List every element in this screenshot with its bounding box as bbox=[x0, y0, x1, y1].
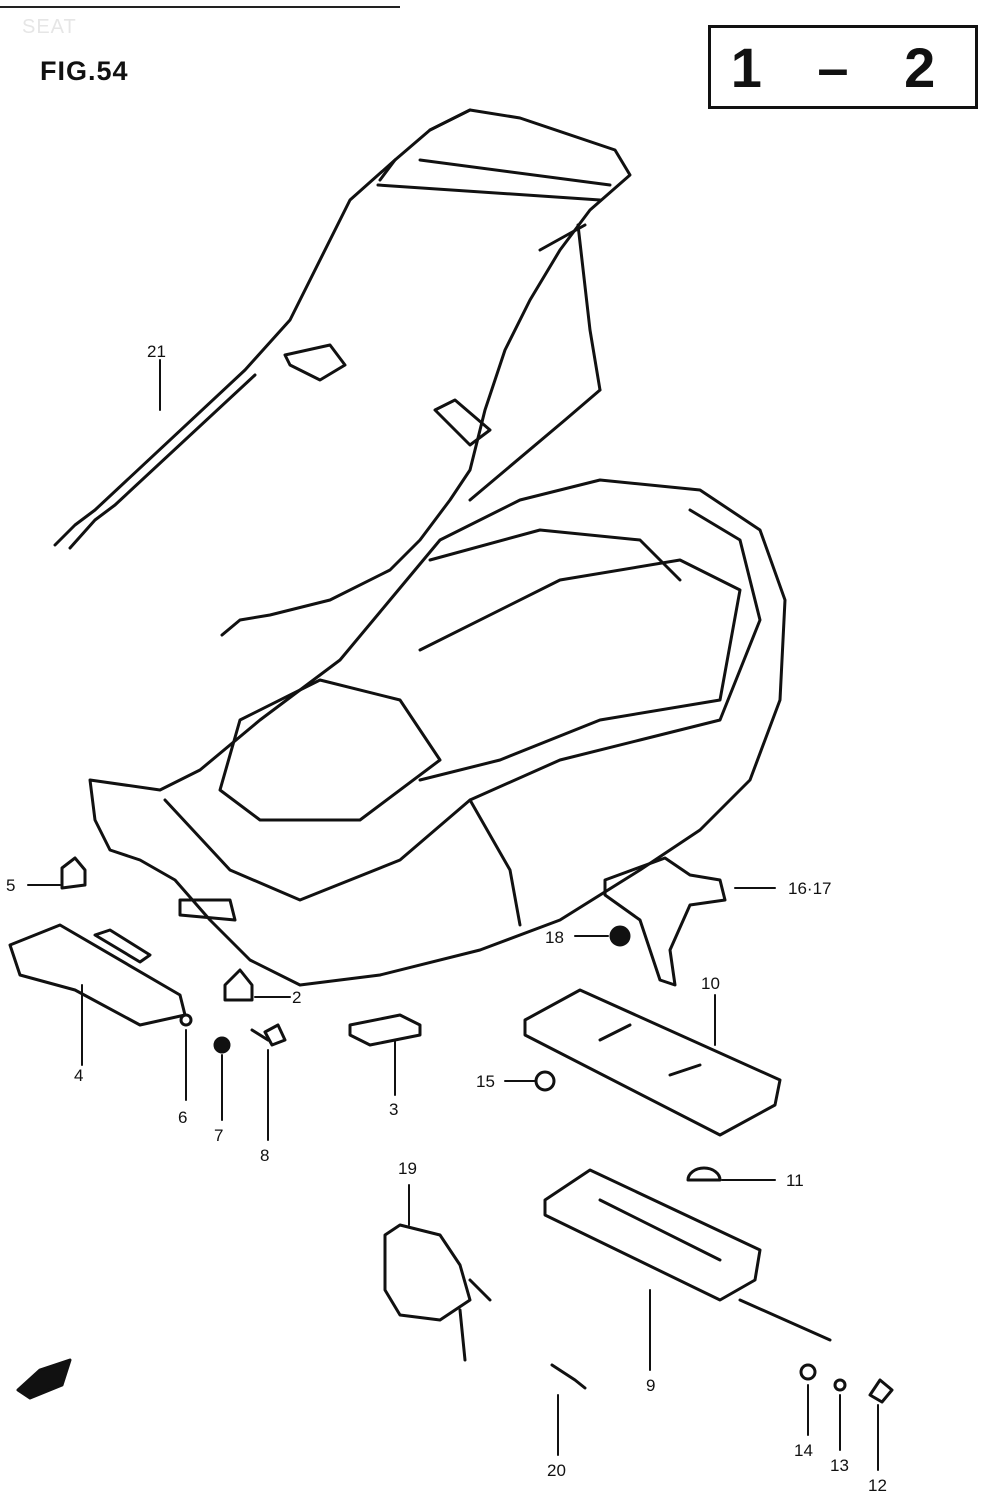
callout-21: 21 bbox=[147, 342, 166, 361]
part-16-17-lever bbox=[603, 856, 727, 987]
part-12-bolt bbox=[868, 1378, 894, 1404]
callout-11: 11 bbox=[786, 1171, 804, 1190]
callout-18: 18 bbox=[545, 928, 564, 947]
callout-14: 14 bbox=[794, 1441, 813, 1460]
part-10-base-plate bbox=[523, 988, 782, 1137]
callout-13: 13 bbox=[830, 1456, 849, 1475]
part-14-washer bbox=[799, 1363, 817, 1381]
figure-number: FIG.54 bbox=[40, 56, 129, 86]
part-3-plate bbox=[348, 1013, 422, 1047]
model-range-box: 1 – 2 bbox=[708, 25, 978, 109]
callout-5: 5 bbox=[6, 876, 16, 895]
part-9-lock-frame bbox=[543, 1168, 762, 1302]
callout-10: 10 bbox=[701, 974, 720, 993]
part-19-key bbox=[458, 1278, 492, 1362]
part-13-washer bbox=[833, 1378, 847, 1392]
part-19-seat-lock bbox=[383, 1223, 472, 1322]
part-5-cushion bbox=[60, 856, 87, 890]
part-7-nut bbox=[213, 1036, 231, 1054]
part-1-seat bbox=[88, 478, 787, 987]
part-18-cushion bbox=[609, 925, 631, 947]
callout-15: 15 bbox=[476, 1072, 495, 1091]
callout-20: 20 bbox=[547, 1461, 566, 1480]
callout-16-17: 16·17 bbox=[788, 879, 832, 898]
callout-3: 3 bbox=[389, 1100, 399, 1119]
top-rule bbox=[0, 6, 400, 8]
callout-6: 6 bbox=[178, 1108, 188, 1127]
part-4-bracket bbox=[8, 923, 187, 1027]
part-20-screw bbox=[550, 1363, 587, 1390]
part-6-washer bbox=[179, 1013, 193, 1027]
callout-12: 12 bbox=[868, 1476, 887, 1495]
callout-19: 19 bbox=[398, 1159, 417, 1178]
callout-7: 7 bbox=[214, 1126, 224, 1145]
callout-2: 2 bbox=[292, 988, 302, 1007]
section-title: SEAT bbox=[22, 16, 77, 38]
front-arrow-icon bbox=[16, 1358, 72, 1400]
part-8-bolt bbox=[250, 1023, 287, 1047]
part-15-nut bbox=[534, 1070, 556, 1092]
part-9-rod bbox=[738, 1298, 832, 1342]
callout-9: 9 bbox=[646, 1376, 656, 1395]
part-21-rear-carrier bbox=[53, 108, 632, 637]
part-11-cap bbox=[686, 1166, 722, 1182]
callout-4: 4 bbox=[74, 1066, 84, 1085]
part-2-cushion bbox=[223, 968, 254, 1002]
callout-8: 8 bbox=[260, 1146, 270, 1165]
